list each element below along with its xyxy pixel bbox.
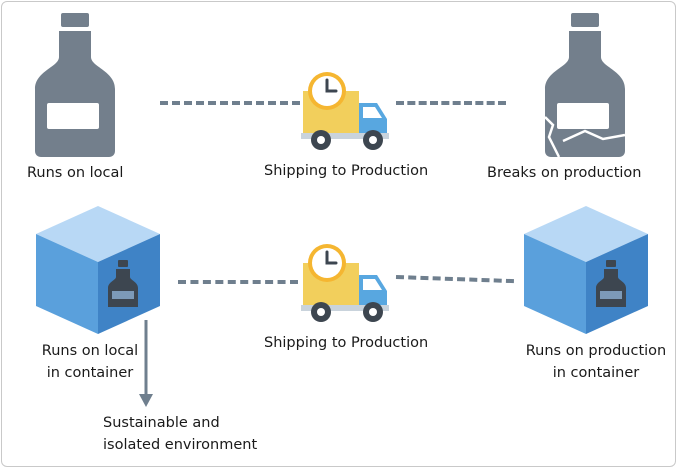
sustainable-annotation: Sustainable and isolated environment bbox=[103, 412, 257, 456]
bottom-right-label-line1: Runs on production bbox=[525, 343, 667, 359]
bottom-left-label-line2: in container bbox=[46, 365, 134, 381]
top-right-label: Breaks on production bbox=[487, 165, 642, 181]
top-left-dashed-connector bbox=[160, 101, 300, 105]
annotation-line1: Sustainable and bbox=[103, 415, 220, 431]
bottom-left-label-line1: Runs on local bbox=[41, 343, 139, 359]
bottle-icon-in-container-2 bbox=[596, 260, 626, 307]
down-arrow-connector bbox=[139, 320, 153, 408]
annotation-line2: isolated environment bbox=[103, 437, 258, 453]
broken-bottle-icon bbox=[544, 13, 626, 158]
top-left-label: Runs on local bbox=[27, 165, 124, 181]
container-cube-icon-2 bbox=[524, 206, 648, 334]
top-right-dashed-connector bbox=[396, 101, 506, 105]
bottle-icon-in-container bbox=[108, 260, 138, 307]
container-cube-icon bbox=[36, 206, 160, 334]
bottom-center-label: Shipping to Production bbox=[264, 335, 429, 351]
bottom-right-label-line2: in container bbox=[552, 365, 640, 381]
delivery-truck-icon-2 bbox=[301, 243, 393, 327]
delivery-truck-icon bbox=[301, 71, 393, 155]
bottom-right-label: Runs on production in container bbox=[506, 340, 679, 384]
top-center-label: Shipping to Production bbox=[264, 163, 429, 179]
bottle-icon bbox=[35, 13, 115, 157]
bottom-left-label: Runs on local in container bbox=[10, 340, 170, 384]
bottom-left-dashed-connector bbox=[178, 280, 298, 284]
